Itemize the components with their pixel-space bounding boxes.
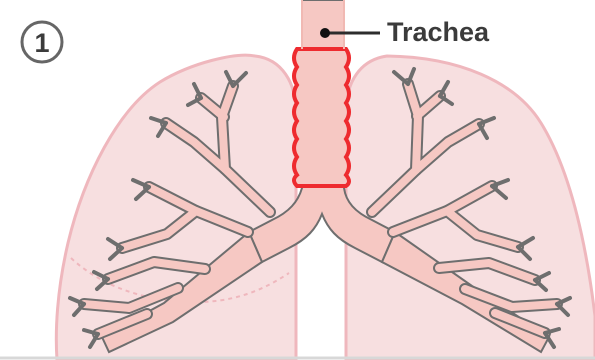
step-number: 1	[34, 28, 49, 58]
trachea-label: Trachea	[387, 17, 490, 47]
trachea-highlight	[294, 49, 349, 186]
trachea-leader-dot	[320, 28, 330, 38]
step-badge: 1	[22, 22, 62, 62]
